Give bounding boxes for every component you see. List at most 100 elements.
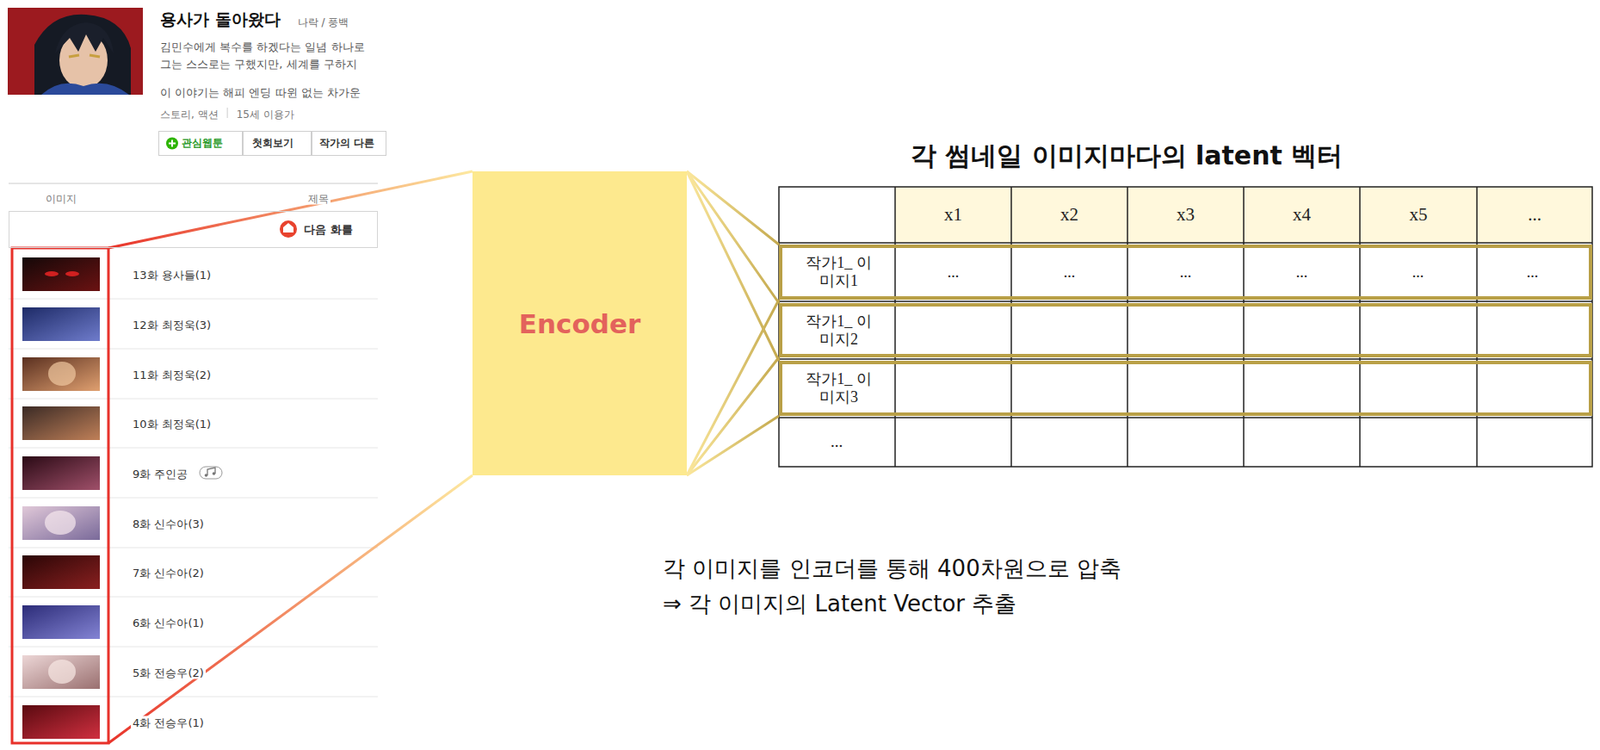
separator-line: [227, 107, 229, 118]
label-holder: 5화 전승우(2): [130, 663, 206, 680]
thumbnail: [22, 506, 100, 540]
row-separator: [8, 646, 378, 648]
next-episode-bar: 다음 화를: [8, 210, 378, 248]
column-header: x5: [1408, 203, 1430, 225]
button-label: 작가의 다른: [319, 135, 382, 151]
next-icon-shape: [283, 222, 294, 233]
label-holder: 15세 이용가: [234, 105, 297, 122]
cover-eye: [89, 55, 100, 57]
label-holder: 이미지: [43, 189, 79, 206]
cell-value: ...: [1011, 263, 1128, 282]
label-holder: 김민수에게 복수를 하겠다는 일념 하나로: [158, 37, 367, 55]
column-header: x1: [942, 203, 964, 225]
column-header: 제목: [306, 192, 331, 205]
latent-row: 작가1_ 이미지1..................: [778, 244, 1593, 300]
episode-title: 11화 최정욱(2): [130, 368, 213, 382]
row-separator: [8, 447, 378, 449]
button-label: 다음 화를: [302, 222, 355, 238]
music-note: [204, 473, 209, 477]
label-holder: ...: [828, 432, 845, 452]
label-holder: 4화 전승우(1): [130, 713, 206, 730]
label-holder: 12화 최정욱(3): [130, 315, 213, 333]
description-line: 김민수에게 복수를 하겠다는 일념 하나로: [158, 40, 367, 54]
tab-button: 작가의 다른: [311, 130, 387, 156]
tab-button: 관심웹툰: [158, 130, 243, 156]
header-line: [8, 183, 378, 185]
thumbnail-detail: [44, 510, 76, 535]
thumbnails: [22, 257, 100, 739]
table-rule: [778, 416, 1593, 419]
table-title: 각 썸네일 이미지마다의 latent 벡터: [908, 140, 1346, 171]
table-rule: [1359, 186, 1361, 467]
column-header: x3: [1174, 203, 1197, 225]
cover-coat: [41, 83, 130, 95]
row-separator: [8, 696, 378, 698]
label-holder: 6화 신수아(1): [130, 613, 206, 631]
label-holder: 각 썸네일 이미지마다의 latent 벡터: [908, 140, 1346, 172]
table-rule: [1476, 186, 1478, 467]
author-name: 나락 / 풍백: [296, 16, 352, 29]
episode-title: 13화 용사들(1): [130, 268, 213, 282]
row-separator: [8, 298, 378, 300]
label-holder: 7화 신수아(2): [130, 563, 206, 581]
projection-line: [108, 171, 473, 248]
age-rating: 15세 이용가: [234, 108, 297, 121]
plus-icon: [166, 137, 179, 150]
table-border: [778, 186, 1593, 467]
cover-eye: [68, 55, 80, 57]
table-rule: [894, 186, 896, 467]
table-rule: [1242, 186, 1245, 467]
latent-row: 작가1_ 이미지2: [778, 302, 1593, 358]
cover-hair: [34, 14, 131, 95]
label-holder: 용사가 돌아왔다: [158, 9, 283, 30]
label-holder: 각 이미지를 인코더를 통해 400차원으로 압축: [661, 555, 1124, 582]
label-holder: 스토리, 액션: [158, 105, 221, 122]
fan-connector: [686, 171, 779, 476]
label-holder: 9화 주인공: [130, 464, 190, 482]
label-holder: 8화 신수아(3): [130, 514, 206, 532]
next-icon: [279, 220, 297, 238]
thumbnail-detail: [48, 361, 76, 386]
cover-background: [7, 7, 143, 95]
thumbnail: [22, 704, 100, 739]
description-line: 이 이야기는 해피 엔딩 따윈 없는 차가운: [158, 86, 363, 99]
genre-text: 스토리, 액션: [158, 108, 221, 121]
row-label: 작가1_ 이미지2: [782, 312, 896, 348]
row-label: 작가1_ 이미지3: [782, 370, 896, 406]
cover-bangs: [55, 22, 114, 54]
row-separator: [8, 547, 378, 549]
row-separator: [8, 348, 378, 350]
thumbnail: [22, 654, 100, 689]
episode-title: 5화 전승우(2): [130, 666, 206, 680]
label-holder: ⇒ 각 이미지의 Latent Vector 추출: [661, 590, 1019, 618]
webtoon-title: 용사가 돌아왔다: [158, 9, 283, 29]
selection-box: [12, 247, 109, 743]
column-header: x2: [1058, 203, 1081, 225]
label-holder: 그는 스스로는 구했지만, 세계를 구하지: [158, 55, 359, 72]
label-holder: 10화 최정욱(1): [130, 414, 213, 432]
fan-connector: [686, 171, 779, 476]
column-header: ...: [1525, 203, 1544, 225]
note-text: 각 이미지를 인코더를 통해 400차원으로 압축: [661, 555, 1124, 581]
encoder-label: Encoder: [518, 308, 641, 340]
label-holder: x4: [1291, 203, 1313, 226]
fan-connector: [686, 171, 779, 476]
thumbnail: [22, 456, 100, 490]
thumbnail: [22, 555, 100, 589]
table-rule: [778, 241, 1593, 244]
cover-art: [7, 7, 143, 95]
cell-value: ...: [1243, 263, 1360, 282]
row-separator: [8, 596, 378, 598]
table-rule: [1126, 186, 1129, 467]
episode-title: 12화 최정욱(3): [130, 318, 213, 332]
thumbnail: [22, 257, 100, 291]
thumbnail-detail: [44, 271, 59, 277]
column-header: x4: [1291, 203, 1313, 225]
label-holder: 제목: [306, 189, 331, 206]
thumbnail: [22, 357, 100, 391]
thumbnail-detail: [65, 271, 80, 277]
column-header: 이미지: [43, 192, 79, 205]
row-header: ...: [828, 432, 845, 451]
thumbnail: [22, 406, 100, 440]
